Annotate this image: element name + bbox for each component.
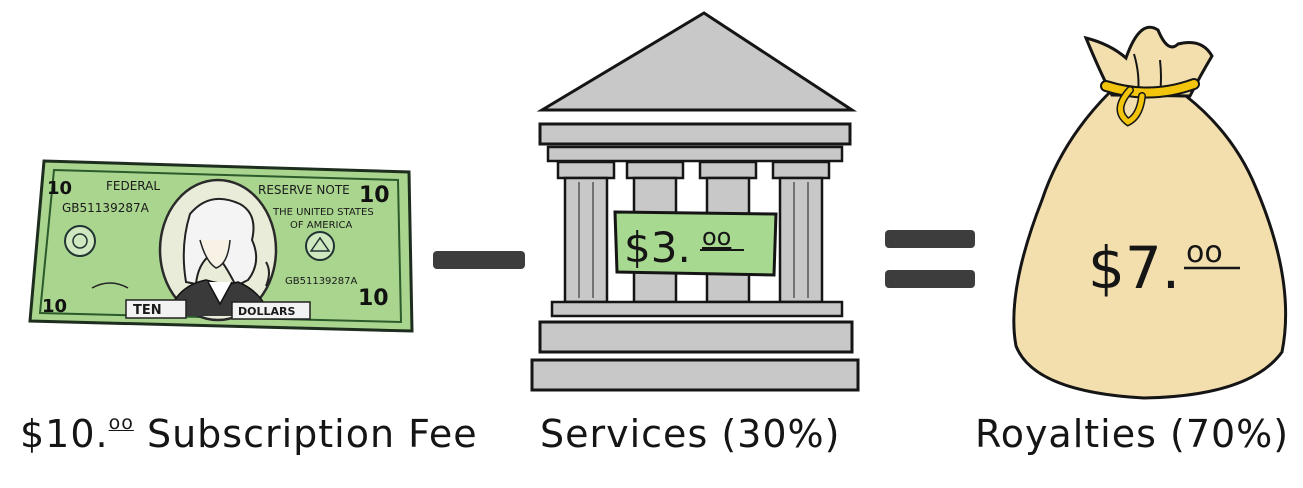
bill-corner-tr: 10 xyxy=(359,183,390,208)
bill-corner-tl: 10 xyxy=(47,178,72,199)
bank-sign-icon: $3. oo xyxy=(613,210,778,277)
fee-cents: oo xyxy=(108,412,134,434)
services-caption: Services (30%) xyxy=(540,412,841,456)
bag-tie-icon xyxy=(1100,78,1200,127)
equals-icon xyxy=(885,230,975,288)
subscription-fee-caption: $10.oo Subscription Fee xyxy=(20,412,478,472)
bill-reserve-text: RESERVE NOTE xyxy=(258,183,350,197)
money-bag-icon: $7. oo xyxy=(1012,25,1288,400)
bill-corner-br: 10 xyxy=(358,286,389,311)
bill-country-line1: THE UNITED STATES xyxy=(272,207,374,218)
bag-label-cents: oo xyxy=(1186,235,1223,270)
bank-sign-cents: oo xyxy=(702,223,731,251)
bag-label-dollars: $7. xyxy=(1088,234,1180,302)
minus-icon xyxy=(433,251,525,269)
bill-corner-bl: 10 xyxy=(42,296,67,317)
bill-ten-word: TEN xyxy=(133,303,162,318)
bank-building-icon: $3. oo xyxy=(530,11,860,392)
fee-label: Subscription Fee xyxy=(146,412,478,456)
bill-serial-right: GB51139287A xyxy=(285,276,358,287)
seal-left-icon xyxy=(64,225,96,257)
seal-right-icon xyxy=(305,231,335,261)
bill-serial-left: GB51139287A xyxy=(62,201,150,215)
bill-dollars-word: DOLLARS xyxy=(238,305,295,318)
bank-sign-dollars: $3. xyxy=(624,223,691,272)
bill-country-line2: OF AMERICA xyxy=(290,220,352,231)
royalties-caption: Royalties (70%) xyxy=(975,412,1290,456)
signature-scribble-icon xyxy=(91,282,129,289)
fee-amount: $10. xyxy=(20,412,109,456)
ten-dollar-bill-icon: 10 10 10 10 FEDERAL RESERVE NOTE GB51139… xyxy=(28,159,414,333)
bill-federal-text: FEDERAL xyxy=(106,179,160,193)
